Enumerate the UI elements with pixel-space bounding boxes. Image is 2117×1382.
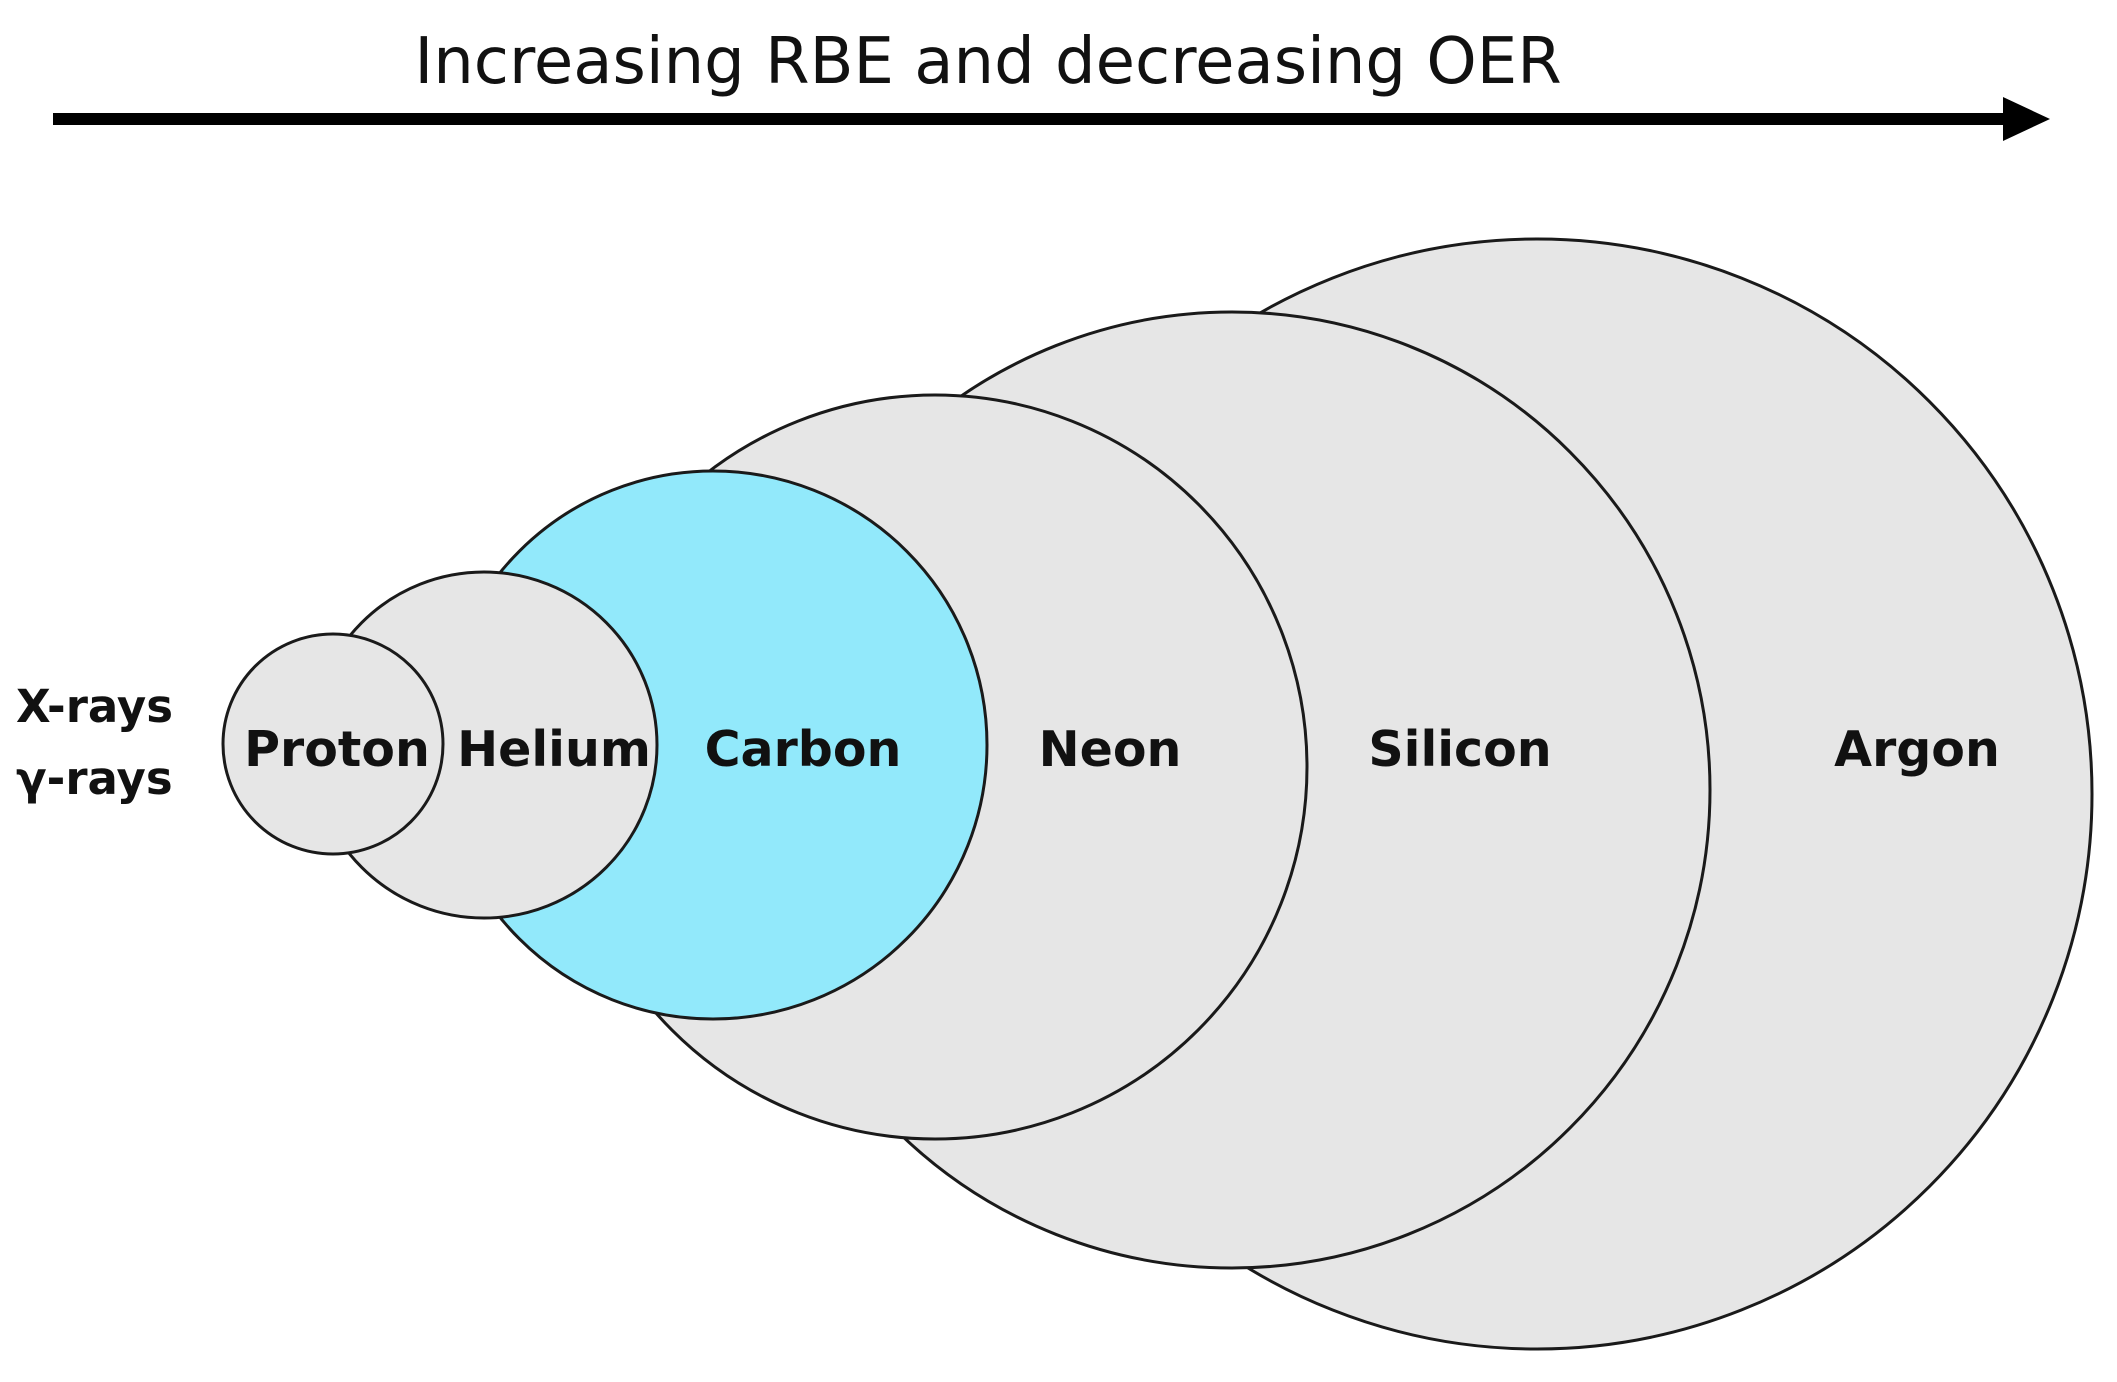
arrow-head	[2003, 97, 2050, 141]
xrays-label: X-rays	[16, 680, 173, 733]
header-title: Increasing RBE and decreasing OER	[414, 25, 1561, 99]
neon-label: Neon	[1039, 721, 1182, 778]
gamma-rays-label: γ-rays	[16, 752, 173, 805]
direction-arrow	[53, 97, 2050, 141]
carbon-label: Carbon	[705, 721, 902, 778]
silicon-label: Silicon	[1368, 721, 1551, 778]
argon-label: Argon	[1834, 721, 2000, 778]
proton-circle	[221, 632, 445, 856]
proton-label: Proton	[244, 721, 430, 778]
helium-label: Helium	[457, 721, 651, 778]
